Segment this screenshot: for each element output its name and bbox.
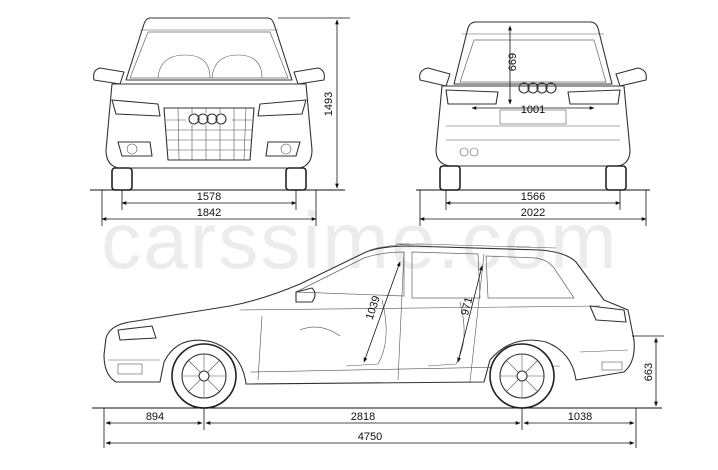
front-height-label: 1493 [323,92,335,116]
rear-headroom-label: 971 [459,296,475,317]
length-label: 4750 [358,431,382,443]
front-wheel [171,343,237,409]
four-rings-logo-icon [186,113,232,125]
rear-track-label: 1566 [521,191,545,203]
front-width-label: 1842 [197,207,221,219]
ground-clearance-label: 663 [643,363,655,381]
front-overhang-label: 894 [146,411,164,423]
trunk-height-label: 669 [507,53,519,71]
watermark-text: carssime.com [101,196,618,285]
rear-rings-logo-icon [518,82,557,94]
wheelbase-label: 2818 [351,411,375,423]
trunk-width-label: 1001 [521,104,545,116]
rear-overhang-label: 1038 [568,411,592,423]
side-view: 1039 971 663 894 2818 1038 4750 [92,243,664,448]
front-view: 1493 1578 1842 [90,17,350,226]
rear-wheel [489,343,555,409]
rear-view: 669 1001 1566 2022 [416,21,650,226]
front-track-label: 1578 [197,191,221,203]
rear-width-label: 2022 [521,207,545,219]
